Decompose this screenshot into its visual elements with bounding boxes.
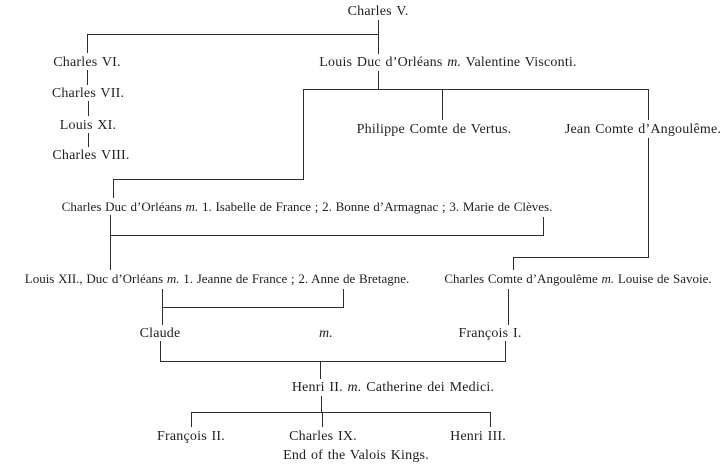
node-charles-vii: Charles VII. xyxy=(51,86,125,101)
node-louis-xi: Louis XI. xyxy=(59,118,117,133)
marriage-abbrev: m. xyxy=(447,55,462,70)
name-text: Henri II. xyxy=(291,380,343,395)
spouse-text: Louise de Savoie. xyxy=(617,271,712,286)
node-henri-ii: Henri II. m. Catherine dei Medici. xyxy=(292,380,494,395)
spouse-text: 1. Isabelle de France ; 2. Bonne d’Armag… xyxy=(201,199,553,214)
node-francois-i: François I. xyxy=(458,326,522,341)
connector-line xyxy=(321,396,322,412)
node-charles-viii: Charles VIII. xyxy=(52,148,130,163)
node-claude: Claude xyxy=(139,326,181,341)
connector-line xyxy=(113,179,114,198)
node-philippe-comte-de-vertus: Philippe Comte de Vertus. xyxy=(356,122,512,137)
connector-line xyxy=(505,341,506,361)
connector-line xyxy=(160,341,161,361)
node-charles-comte-angouleme: Charles Comte d’Angoulême m. Louise de S… xyxy=(444,271,711,286)
node-charles-duc-orleans: Charles Duc d’Orléans m. 1. Isabelle de … xyxy=(62,199,553,214)
connector-line xyxy=(113,179,304,180)
node-francois-ii: François II. xyxy=(157,429,225,444)
connector-line xyxy=(110,235,544,236)
caption-end-of-valois: End of the Valois Kings. xyxy=(283,448,429,463)
connector-line xyxy=(303,89,304,179)
node-louis-xii: Louis XII., Duc d’Orléans m. 1. Jeanne d… xyxy=(25,271,409,286)
connector-line xyxy=(191,412,192,427)
connector-line xyxy=(490,412,491,427)
connector-line xyxy=(513,257,514,270)
connector-line xyxy=(378,71,379,89)
spouse-text: 1. Jeanne de France ; 2. Anne de Bretagn… xyxy=(183,271,410,286)
node-charles-v: Charles V. xyxy=(347,4,409,19)
connector-line xyxy=(378,20,379,54)
name-text: Louis Duc d’Orléans xyxy=(319,55,443,70)
connector-line xyxy=(87,70,88,85)
marriage-abbrev: m. xyxy=(601,271,615,286)
marriage-abbrev: m. xyxy=(185,199,199,214)
spouse-text: Catherine dei Medici. xyxy=(366,380,495,395)
name-text: Louis XII., Duc d’Orléans xyxy=(24,271,164,286)
connector-line xyxy=(160,361,506,362)
connector-line xyxy=(110,215,111,270)
connector-line xyxy=(543,217,544,236)
node-charles-vi: Charles VI. xyxy=(53,55,121,70)
connector-line xyxy=(320,361,321,379)
connector-line xyxy=(303,89,649,90)
connector-line xyxy=(508,289,509,325)
connector-line xyxy=(87,34,88,53)
node-jean-comte-angouleme: Jean Comte d’Angoulême. xyxy=(564,122,722,137)
connector-line xyxy=(322,412,323,427)
marriage-abbrev: m. xyxy=(318,326,334,341)
spouse-text: Valentine Visconti. xyxy=(465,55,577,70)
connector-line xyxy=(191,412,491,413)
connector-line xyxy=(162,307,344,308)
connector-line xyxy=(513,257,649,258)
connector-line xyxy=(87,34,379,35)
connector-line xyxy=(88,133,89,147)
name-text: Charles Comte d’Angoulême xyxy=(444,271,598,286)
marriage-m: m. xyxy=(319,326,333,341)
connector-line xyxy=(88,101,89,116)
node-louis-duc-orleans: Louis Duc d’Orléans m. Valentine Viscont… xyxy=(319,55,576,70)
connector-line xyxy=(343,289,344,308)
marriage-abbrev: m. xyxy=(166,271,180,286)
connector-line xyxy=(442,89,443,120)
name-text: Charles Duc d’Orléans xyxy=(61,199,182,214)
connector-line xyxy=(648,138,649,257)
connector-line xyxy=(648,89,649,120)
node-henri-iii: Henri III. xyxy=(450,429,506,444)
marriage-abbrev: m. xyxy=(347,380,362,395)
node-charles-ix: Charles IX. xyxy=(289,429,357,444)
